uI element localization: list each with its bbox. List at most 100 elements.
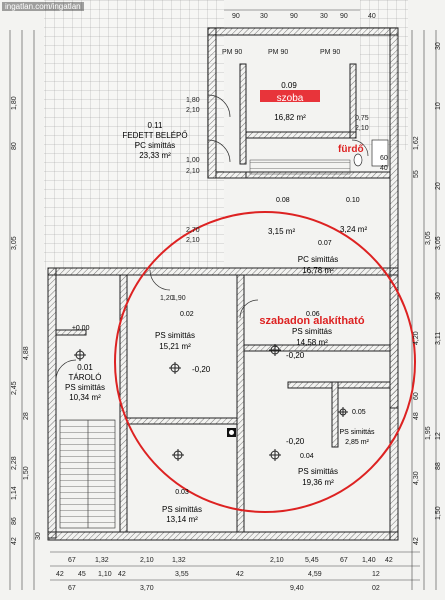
room-area: 19,36 m² — [302, 478, 334, 487]
window-tag: PM 90 — [320, 49, 340, 56]
right-dim: 3,05 — [425, 231, 432, 245]
left-dim: 30 — [35, 532, 42, 540]
room-number: 0.03 — [175, 489, 189, 496]
room-area: 14,58 m² — [296, 338, 328, 347]
top-dim: 90 — [290, 13, 298, 20]
room-area: 15,21 m² — [159, 342, 191, 351]
left-dim: 3,05 — [11, 236, 18, 250]
bottom-dim: 5,45 — [305, 557, 319, 564]
door-dim: 0,75 — [355, 115, 369, 122]
room-number: 0.07 — [318, 240, 332, 247]
bottom-dim: 9,40 — [290, 585, 304, 592]
right-dim: 10 — [435, 102, 442, 110]
right-dim: 30 — [435, 292, 442, 300]
left-dim: 1,80 — [11, 96, 18, 110]
left-dim: 28 — [23, 412, 30, 420]
top-dim: 90 — [340, 13, 348, 20]
door-dim: 1,90 — [172, 295, 186, 302]
level-markers — [74, 344, 348, 461]
room-area: 16,82 m² — [274, 113, 306, 122]
right-dim: 4,30 — [413, 471, 420, 485]
left-dim: 2,28 — [11, 456, 18, 470]
right-dim: 30 — [435, 42, 442, 50]
room-finish: PS simittás — [339, 429, 375, 436]
room-finish: PS simittás — [155, 331, 195, 340]
bottom-dim: 45 — [78, 571, 86, 578]
room-finish: PS simittás — [65, 383, 105, 392]
door-dim: 2,10 — [186, 107, 200, 114]
bottom-dim: 67 — [340, 557, 348, 564]
bottom-dim: 1,40 — [362, 557, 376, 564]
door-dim: 1,00 — [186, 157, 200, 164]
room-number: 0.09 — [281, 81, 297, 90]
top-dim: 40 — [368, 13, 376, 20]
left-dim: 4,88 — [23, 346, 30, 360]
watermark: ingatlan.com/ingatlan — [2, 2, 84, 11]
room-number: 0.01 — [77, 363, 93, 372]
right-dim: 88 — [435, 462, 442, 470]
right-dim: 48 — [413, 412, 420, 420]
terrace-floor — [360, 0, 408, 150]
room-area: 3,15 m² — [268, 227, 295, 236]
red-circle-markup — [114, 211, 416, 513]
right-dim: 60 — [413, 392, 420, 400]
left-dim: 1,14 — [11, 486, 18, 500]
right-dim: 1,62 — [413, 136, 420, 150]
left-dim: 2,45 — [11, 381, 18, 395]
room-finish: PC simittás — [135, 141, 175, 150]
bottom-dim: 1,32 — [172, 557, 186, 564]
right-dim: 12 — [435, 432, 442, 440]
bottom-dim: 3,70 — [140, 585, 154, 592]
room-area: 10,34 m² — [69, 393, 101, 402]
room-number: 0.06 — [306, 311, 320, 318]
room-label-furdo: fürdő — [338, 144, 364, 155]
door-dim: 40 — [380, 165, 388, 172]
door-swings — [55, 94, 369, 381]
bottom-dim: 67 — [68, 585, 76, 592]
walls — [47, 27, 399, 541]
room-area: 13,14 m² — [166, 515, 198, 524]
bottom-dim: 2,10 — [140, 557, 154, 564]
bottom-dim: 02 — [372, 585, 380, 592]
window-tag: PM 90 — [268, 49, 288, 56]
room-name: FEDETT BELÉPŐ — [122, 131, 187, 140]
staircase — [59, 419, 116, 529]
room-number: 0.10 — [346, 197, 360, 204]
bottom-dim: 2,10 — [270, 557, 284, 564]
right-dim: 55 — [413, 170, 420, 178]
top-dim: 30 — [320, 13, 328, 20]
bottom-dim: 1,10 — [98, 571, 112, 578]
door-dim: 1,20 — [160, 295, 174, 302]
level-value: -0,20 — [286, 351, 305, 360]
room-area: 3,24 m² — [340, 225, 367, 234]
annotation-freely-configurable: szabadon alakítható — [259, 315, 364, 327]
right-dim: 1,95 — [425, 426, 432, 440]
right-dim: 3,05 — [435, 236, 442, 250]
door-dim: 1,80 — [186, 97, 200, 104]
right-dim: 4,20 — [413, 331, 420, 345]
door-dim: 2,70 — [186, 227, 200, 234]
door-dim: 2,10 — [186, 237, 200, 244]
left-dim: 86 — [11, 517, 18, 525]
door-dim: 60 — [380, 155, 388, 162]
door-dim: 2,10 — [186, 168, 200, 175]
room-label-szoba: szoba — [277, 93, 304, 104]
room-name: TÁROLÓ — [69, 373, 102, 382]
door-dim: 2,10 — [355, 125, 369, 132]
level-value: ±0.00 — [72, 325, 90, 332]
bottom-dim: 67 — [68, 557, 76, 564]
right-dim: 1,50 — [435, 506, 442, 520]
bathtub — [371, 139, 389, 167]
room-finish: PS simittás — [162, 505, 202, 514]
bottom-dim: 42 — [385, 557, 393, 564]
right-dim: 42 — [413, 537, 420, 545]
bottom-dim: 12 — [372, 571, 380, 578]
room-finish: PS simittás — [298, 467, 338, 476]
top-dim: 90 — [232, 13, 240, 20]
left-dim: 80 — [11, 142, 18, 150]
bottom-dim: 42 — [56, 571, 64, 578]
room-area: 23,33 m² — [139, 151, 171, 160]
level-value: -0,20 — [192, 365, 211, 374]
